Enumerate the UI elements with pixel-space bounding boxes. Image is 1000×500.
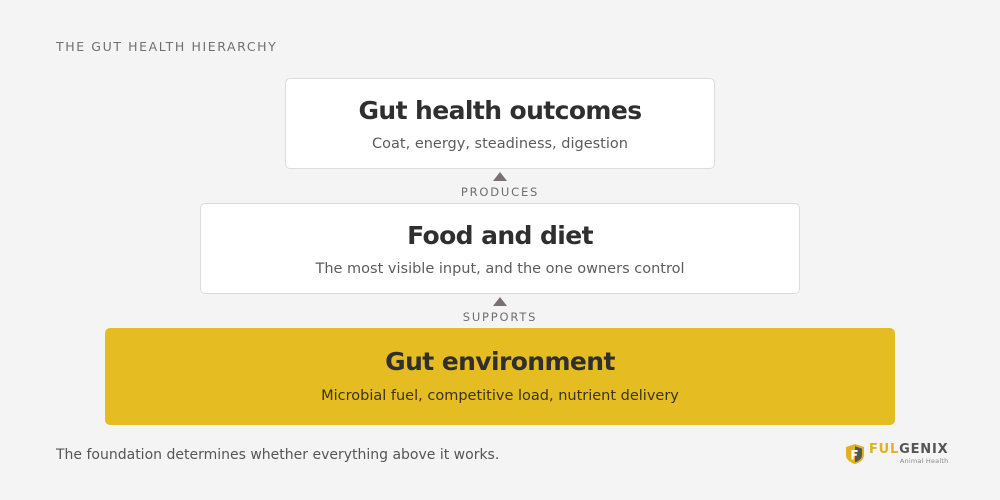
connector-produces: PRODUCES — [0, 172, 1000, 199]
brand-logo: FULGENIX Animal Health — [845, 443, 948, 465]
tier-outcomes: Gut health outcomes Coat, energy, steadi… — [285, 78, 715, 169]
up-arrow-icon — [493, 297, 507, 306]
tier-food-diet-title: Food and diet — [407, 221, 593, 250]
brand-name: FULGENIX — [869, 442, 949, 458]
connector-supports-label: SUPPORTS — [462, 310, 538, 324]
tier-outcomes-subtitle: Coat, energy, steadiness, digestion — [372, 136, 628, 152]
up-arrow-icon — [493, 172, 507, 181]
footer-note: The foundation determines whether everyt… — [56, 447, 500, 463]
tier-food-diet-subtitle: The most visible input, and the one owne… — [315, 261, 685, 277]
tier-gut-environment-title: Gut environment — [385, 347, 615, 376]
tier-outcomes-title: Gut health outcomes — [358, 96, 642, 125]
brand-tagline: Animal Health — [899, 457, 949, 466]
fulgenix-logo-icon — [846, 444, 864, 464]
tier-gut-environment-subtitle: Microbial fuel, competitive load, nutrie… — [321, 388, 679, 404]
tier-food-diet: Food and diet The most visible input, an… — [200, 203, 800, 294]
connector-supports: SUPPORTS — [0, 297, 1000, 324]
tier-gut-environment: Gut environment Microbial fuel, competit… — [105, 328, 895, 425]
diagram-eyebrow-title: THE GUT HEALTH HIERARCHY — [56, 39, 278, 54]
connector-produces-label: PRODUCES — [460, 185, 540, 199]
